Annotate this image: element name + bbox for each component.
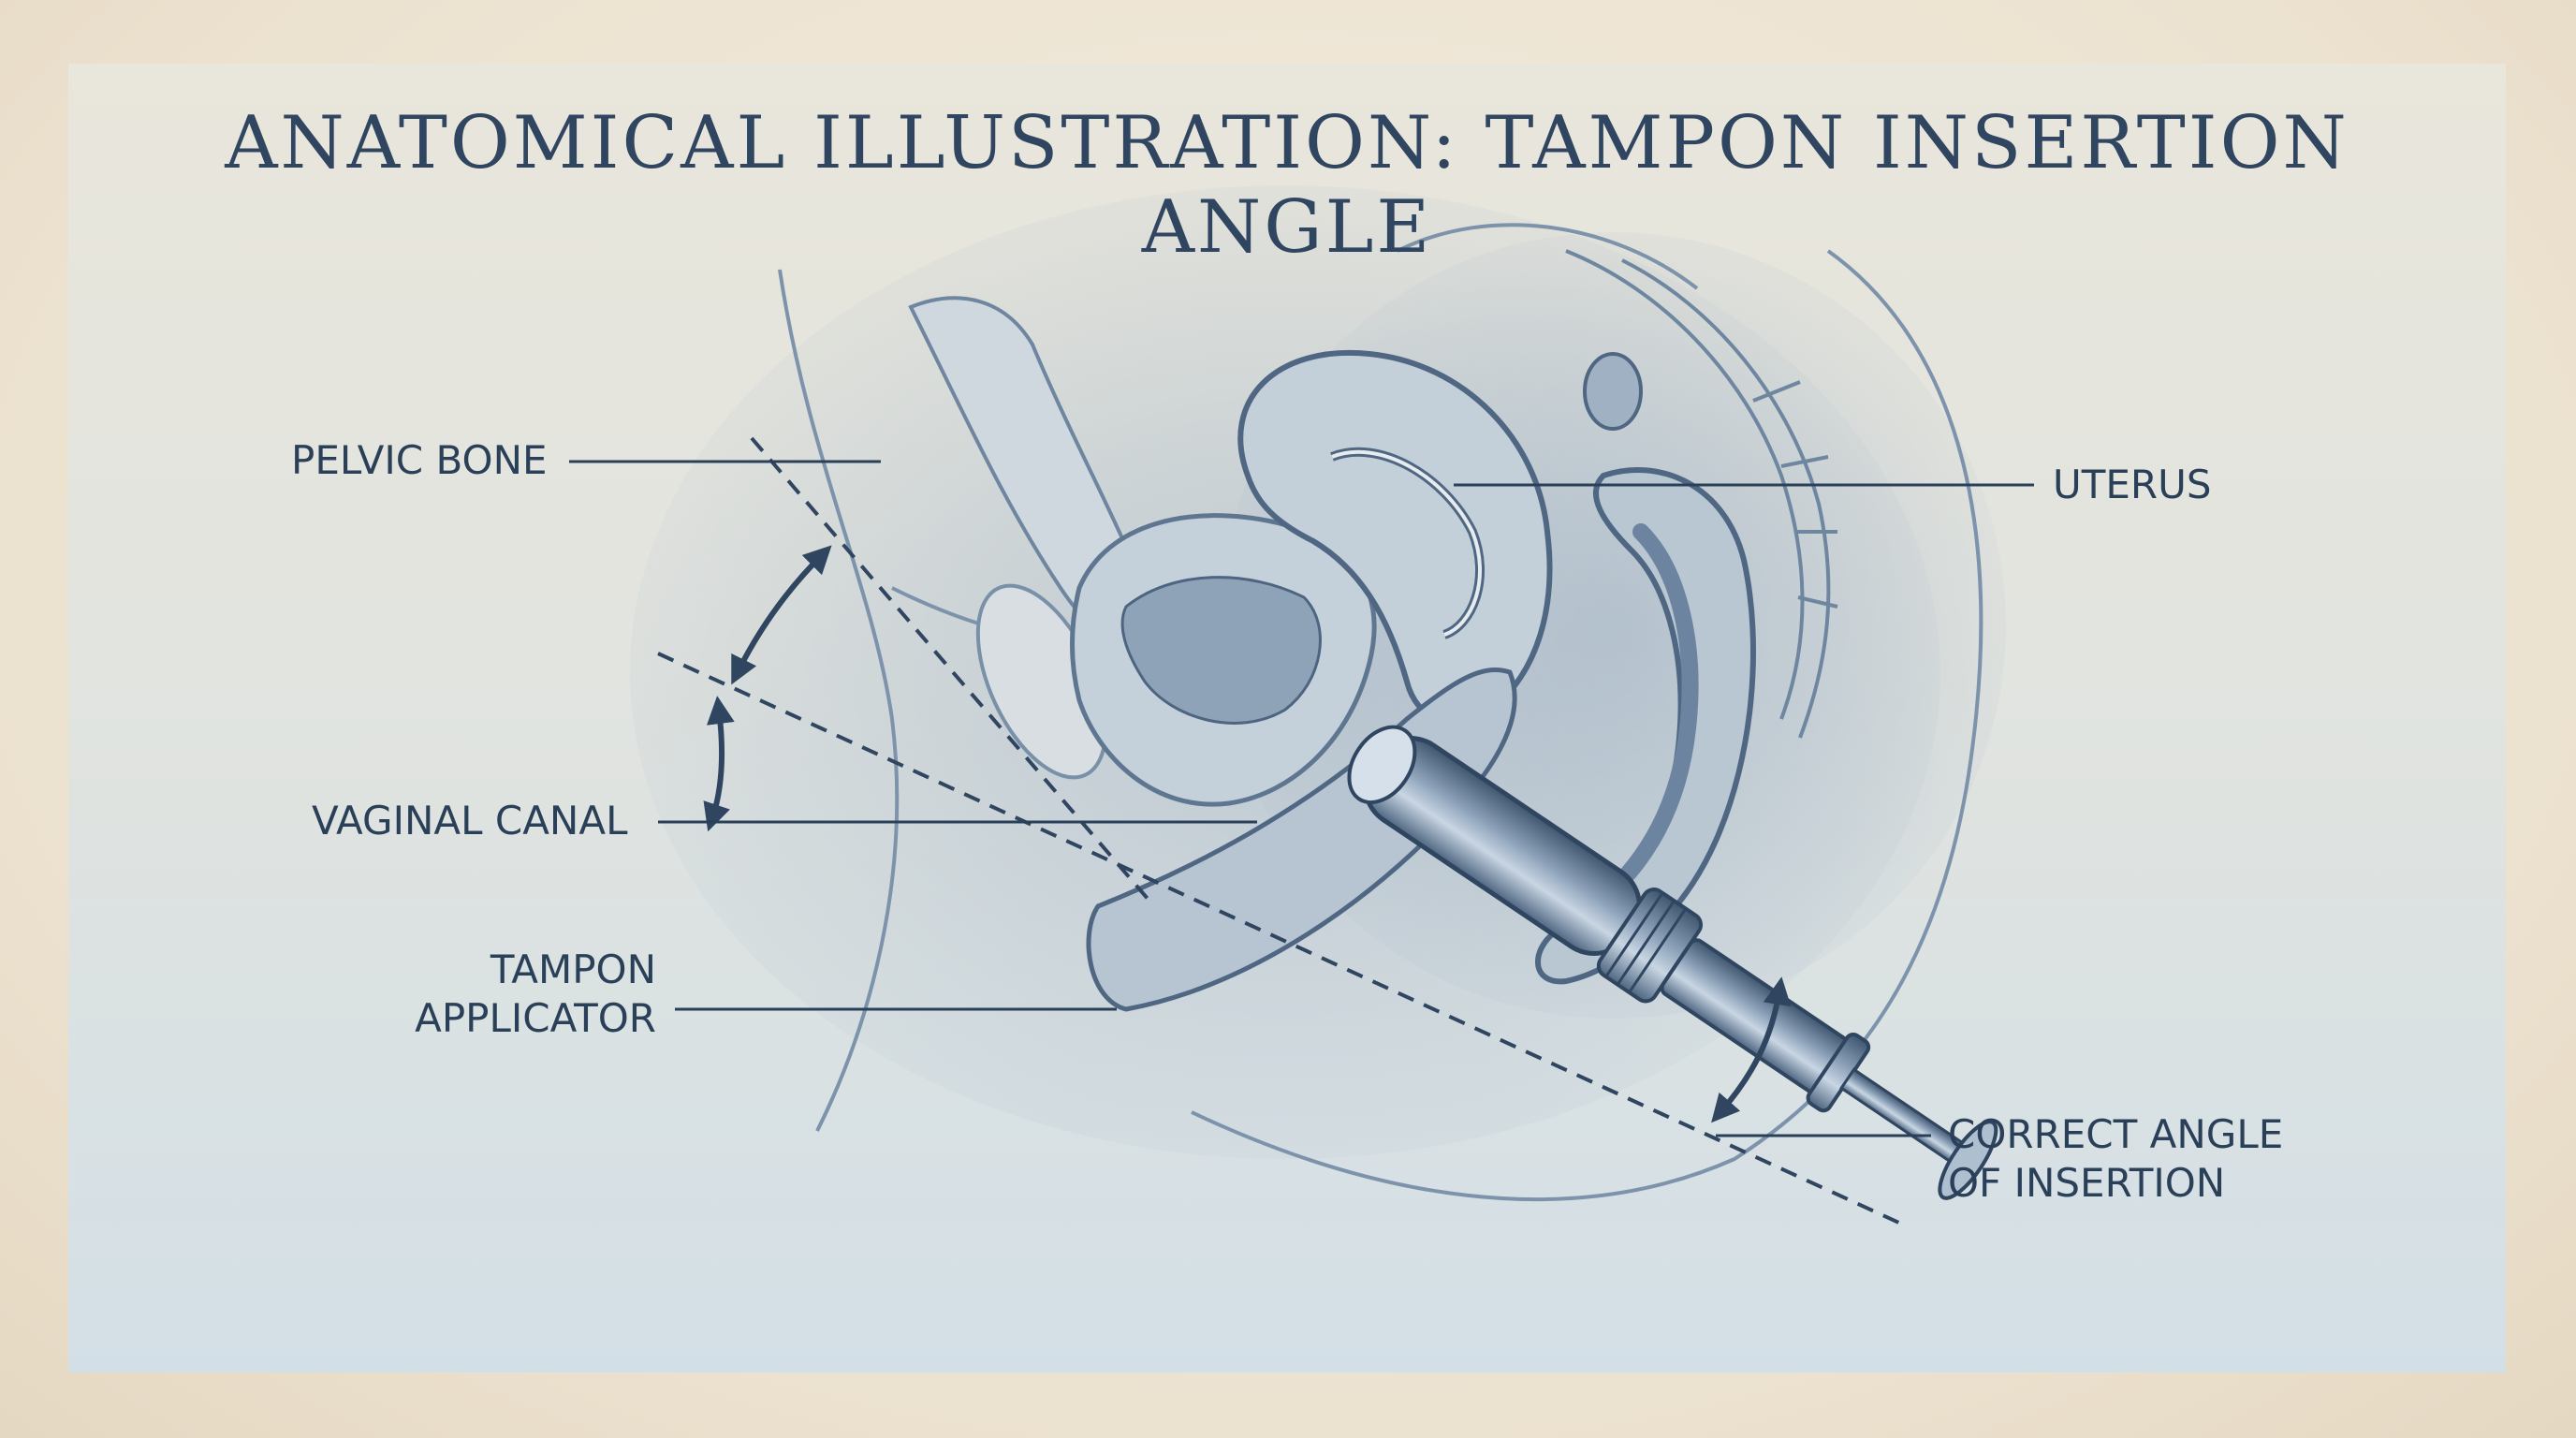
label-vaginal-canal: VAGINAL CANAL bbox=[312, 798, 628, 844]
sacrum-shape bbox=[1565, 249, 1838, 739]
label-uterus: UTERUS bbox=[2053, 462, 2212, 507]
label-correct-angle-line2: OF INSERTION bbox=[1948, 1160, 2226, 1206]
illustration-card: ANATOMICAL ILLUSTRATION: TAMPON INSERTIO… bbox=[68, 64, 2506, 1372]
bladder-shape bbox=[1070, 513, 1377, 807]
rectum-shape bbox=[1535, 352, 1756, 985]
uterus-shape bbox=[1237, 349, 1553, 726]
anatomy-illustration bbox=[569, 185, 2034, 1226]
label-correct-angle-line1: CORRECT ANGLE bbox=[1948, 1111, 2284, 1157]
label-tampon-applicator: TAMPON APPLICATOR bbox=[401, 946, 656, 1043]
label-pelvic-bone: PELVIC BONE bbox=[291, 437, 548, 483]
label-tampon-applicator-line1: TAMPON bbox=[490, 946, 656, 992]
angle-guides bbox=[657, 436, 1904, 1226]
page-title: ANATOMICAL ILLUSTRATION: TAMPON INSERTIO… bbox=[225, 101, 2349, 270]
angle-arrows bbox=[703, 545, 1792, 1123]
leader-lines bbox=[569, 460, 2034, 1137]
label-tampon-applicator-line2: APPLICATOR bbox=[415, 995, 656, 1041]
label-correct-angle: CORRECT ANGLE OF INSERTION bbox=[1948, 1110, 2283, 1208]
